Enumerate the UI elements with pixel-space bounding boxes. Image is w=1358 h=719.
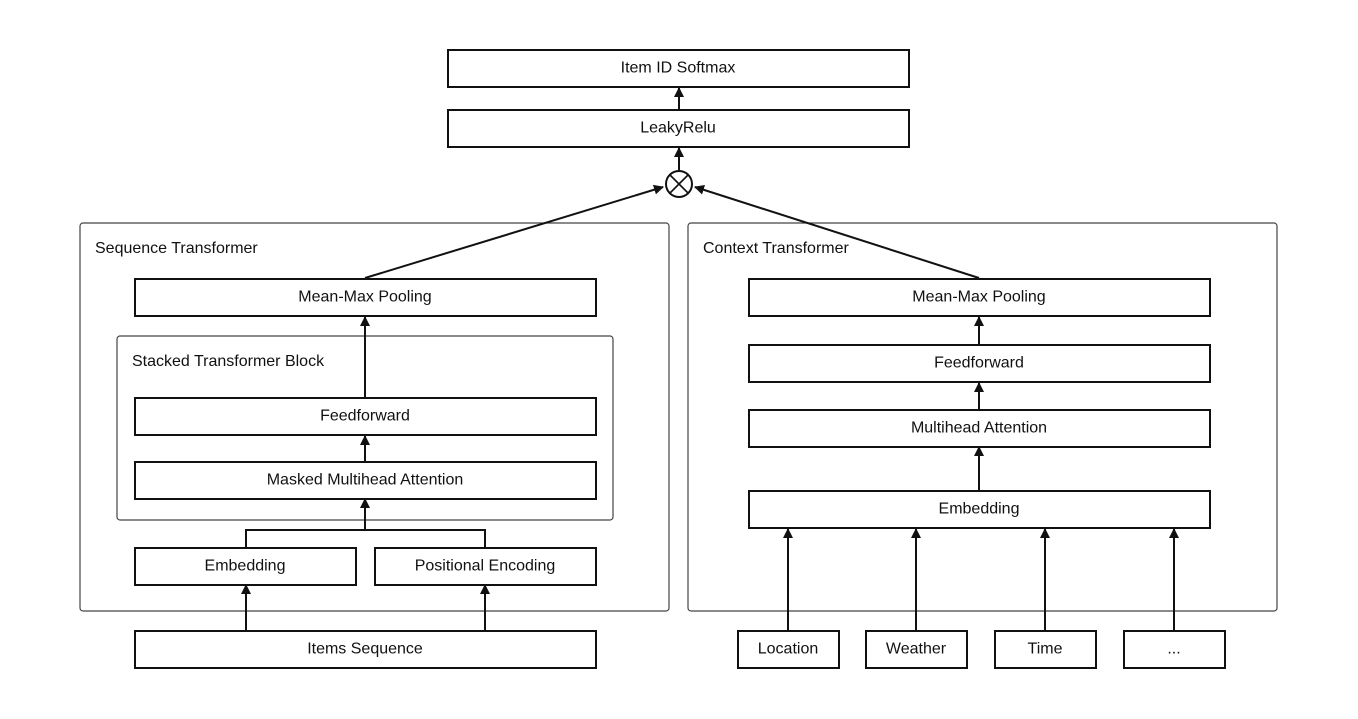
leaky-relu-box: LeakyRelu <box>447 109 910 148</box>
ellipsis-box: ... <box>1123 630 1226 669</box>
ctx-mean-max-pooling-label: Mean-Max Pooling <box>912 289 1045 306</box>
time-label: Time <box>1028 641 1063 658</box>
masked-multihead-attention-label: Masked Multihead Attention <box>267 472 464 489</box>
seq-feedforward-label: Feedforward <box>320 408 410 425</box>
time-box: Time <box>994 630 1097 669</box>
location-box: Location <box>737 630 840 669</box>
seq-mean-max-pooling-box: Mean-Max Pooling <box>134 278 597 317</box>
edges <box>241 87 1179 630</box>
seq-mean-max-pooling-label: Mean-Max Pooling <box>298 289 431 306</box>
multihead-attention-box: Multihead Attention <box>748 409 1211 448</box>
multihead-attention-label: Multihead Attention <box>911 420 1047 437</box>
masked-multihead-attention-box: Masked Multihead Attention <box>134 461 597 500</box>
ellipsis-label: ... <box>1167 641 1180 658</box>
seq-embedding-label: Embedding <box>205 558 286 575</box>
context-transformer-label: Context Transformer <box>703 240 850 257</box>
circle-times-icon <box>665 170 693 198</box>
item-id-softmax-box: Item ID Softmax <box>447 49 910 88</box>
positional-encoding-box: Positional Encoding <box>374 547 597 586</box>
location-label: Location <box>758 641 819 658</box>
edge-seq-pooling-to-combine <box>364 184 664 279</box>
item-id-softmax-label: Item ID Softmax <box>621 60 736 77</box>
sequence-transformer-label: Sequence Transformer <box>95 240 258 257</box>
positional-encoding-label: Positional Encoding <box>415 558 556 575</box>
items-sequence-box: Items Sequence <box>134 630 597 669</box>
weather-label: Weather <box>886 641 947 658</box>
items-sequence-label: Items Sequence <box>307 641 423 658</box>
seq-embedding-box: Embedding <box>134 547 357 586</box>
ctx-mean-max-pooling-box: Mean-Max Pooling <box>748 278 1211 317</box>
stacked-transformer-block-label: Stacked Transformer Block <box>132 353 325 370</box>
ctx-feedforward-label: Feedforward <box>934 355 1024 372</box>
leaky-relu-label: LeakyRelu <box>640 120 716 137</box>
ctx-embedding-label: Embedding <box>939 501 1020 518</box>
ctx-embedding-box: Embedding <box>748 490 1211 529</box>
weather-box: Weather <box>865 630 968 669</box>
ctx-feedforward-box: Feedforward <box>748 344 1211 383</box>
edge-ctx-pooling-to-combine <box>694 184 980 279</box>
seq-feedforward-box: Feedforward <box>134 397 597 436</box>
